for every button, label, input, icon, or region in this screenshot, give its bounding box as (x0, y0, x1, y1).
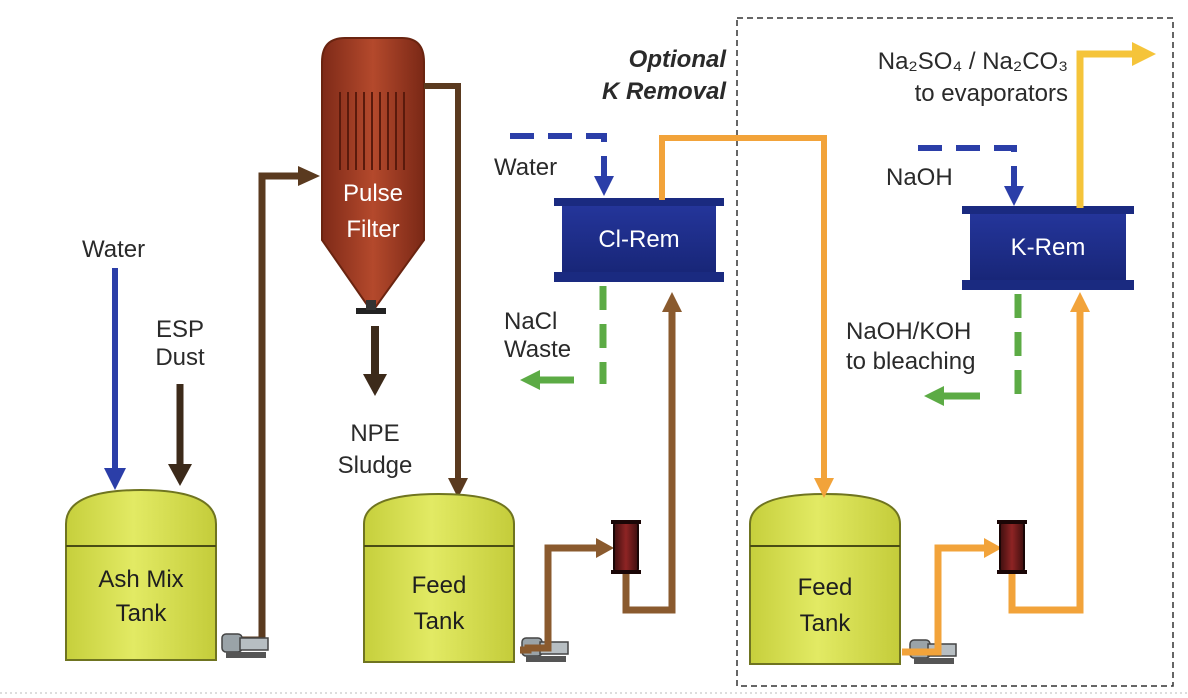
naoh-koh-line2: to bleaching (846, 348, 976, 375)
nacl-waste-line2: Waste (504, 336, 572, 363)
optional-line1: Optional (628, 46, 726, 73)
filter-to-feed-tank-line (424, 83, 468, 498)
feed-tank-1 (363, 492, 515, 663)
cl-rem-unit (554, 198, 724, 282)
ash-mix-tank-line2: Tank (115, 600, 167, 627)
naoh-koh-line1: NaOH/KOH (846, 318, 972, 345)
cartridge-filter-2 (997, 520, 1027, 574)
esp-dust-arrow (168, 384, 192, 486)
naoh-arrow (918, 145, 1024, 206)
optional-k-removal-label: Optional K Removal (560, 46, 726, 106)
naoh-koh-arrow (924, 294, 1022, 406)
ash-mix-tank (65, 488, 217, 661)
water-left-label: Water (82, 236, 146, 263)
pulse-filter (321, 37, 425, 314)
cartridge-filter-1 (611, 520, 641, 574)
k-rem-label: K-Rem (1010, 234, 1086, 261)
esp-dust-line1: ESP (155, 316, 205, 343)
k-rem-unit (962, 206, 1134, 290)
feed-tank-2-label: Feed Tank (750, 574, 900, 638)
nacl-waste-line1: NaCl (504, 308, 558, 335)
nacl-waste-label: NaCl Waste (504, 308, 571, 364)
evaporator-label: Na₂SO₄ / Na₂CO₃ to evaporators (820, 48, 1068, 108)
feed-tank-1-line2: Tank (413, 608, 465, 635)
water-mid-label: Water (494, 154, 558, 181)
water-left-arrow (104, 268, 126, 490)
npe-sludge-line1: NPE (350, 420, 400, 447)
feed-tank-1-label: Feed Tank (364, 572, 514, 636)
esp-dust-line2: Dust (155, 344, 205, 371)
evaporator-line (1076, 42, 1156, 208)
feed-tank-2 (749, 492, 901, 665)
cl-rem-label: Cl-Rem (598, 226, 680, 253)
ash-mix-pump (221, 633, 269, 658)
naoh-label: NaOH (886, 164, 953, 191)
npe-sludge-line2: Sludge (337, 452, 413, 479)
npe-sludge-arrow (363, 326, 387, 396)
feed-tank-2-line2: Tank (799, 610, 851, 637)
pulse-filter-line1: Pulse (342, 180, 404, 207)
feed-tank-2-line1: Feed (797, 574, 853, 601)
ash-to-filter-line (222, 166, 320, 644)
naoh-koh-label: NaOH/KOH to bleaching (846, 318, 975, 376)
esp-dust-label: ESP Dust (140, 316, 220, 372)
feed2-to-krem-line (902, 292, 1090, 656)
na2so4-na2co3-text: Na₂SO₄ / Na₂CO₃ (877, 48, 1068, 75)
pulse-filter-line2: Filter (346, 216, 400, 243)
pulse-filter-label: Pulse Filter (322, 180, 424, 244)
water-mid-arrow (510, 133, 614, 196)
ash-mix-tank-label: Ash Mix Tank (66, 566, 216, 628)
to-evaporators-text: to evaporators (914, 80, 1068, 107)
npe-sludge-label: NPE Sludge (316, 420, 434, 480)
optional-line2: K Removal (601, 78, 726, 105)
feed-tank-1-line1: Feed (411, 572, 467, 599)
feed1-to-clrem-line (520, 292, 682, 654)
optional-k-removal-boundary (736, 17, 1174, 687)
clrem-to-feed-tank-2-line (659, 135, 834, 498)
ash-mix-tank-line1: Ash Mix (98, 566, 184, 593)
nacl-waste-arrow (520, 286, 607, 390)
